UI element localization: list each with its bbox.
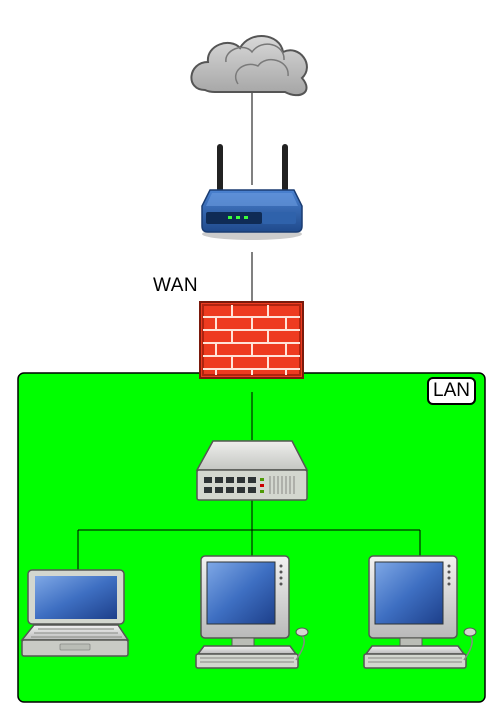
desktop-icon	[195, 555, 309, 669]
switch-icon	[195, 440, 309, 501]
firewall-icon	[199, 301, 304, 379]
wan-label: WAN	[153, 275, 199, 296]
desktop-icon	[363, 555, 477, 669]
cloud-icon	[190, 35, 308, 97]
router-icon	[201, 144, 303, 240]
lan-label: LAN	[427, 377, 476, 405]
laptop-icon	[20, 569, 130, 657]
connections	[77, 92, 421, 570]
